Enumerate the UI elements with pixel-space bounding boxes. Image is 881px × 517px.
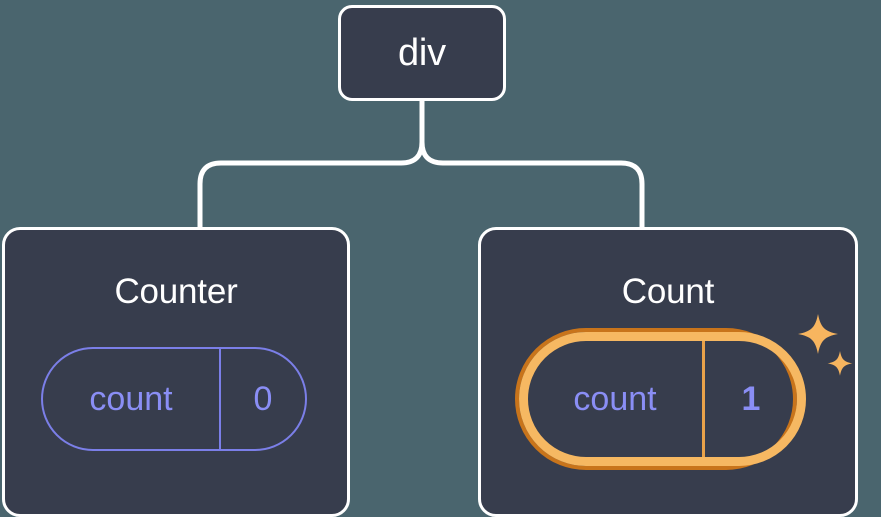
hook-pill-counter[interactable]: count 0 bbox=[41, 347, 307, 451]
node-title-count: Count bbox=[621, 272, 715, 311]
hook-pill-count[interactable]: count 1 bbox=[515, 328, 806, 470]
hook-pill-count-ring: count 1 bbox=[519, 332, 806, 466]
node-label-root: div bbox=[398, 32, 446, 74]
sparkle-group bbox=[794, 312, 858, 384]
hook-name-counter: count bbox=[89, 380, 173, 418]
tree-node-root[interactable]: div bbox=[338, 5, 506, 101]
sparkle-small-icon bbox=[827, 351, 853, 376]
hook-pill-count-wrap: count 1 bbox=[515, 328, 806, 470]
sparkle-large-icon bbox=[798, 314, 838, 354]
hook-value-count: 1 bbox=[702, 341, 797, 457]
hook-value-counter: 0 bbox=[219, 349, 305, 449]
component-tree-canvas: div Counter count 0 Count count 1 bbox=[2, 5, 858, 517]
hook-name-count: count bbox=[573, 380, 657, 418]
node-title-counter: Counter bbox=[114, 272, 238, 311]
hook-pill-counter-wrap: count 0 bbox=[41, 347, 307, 451]
